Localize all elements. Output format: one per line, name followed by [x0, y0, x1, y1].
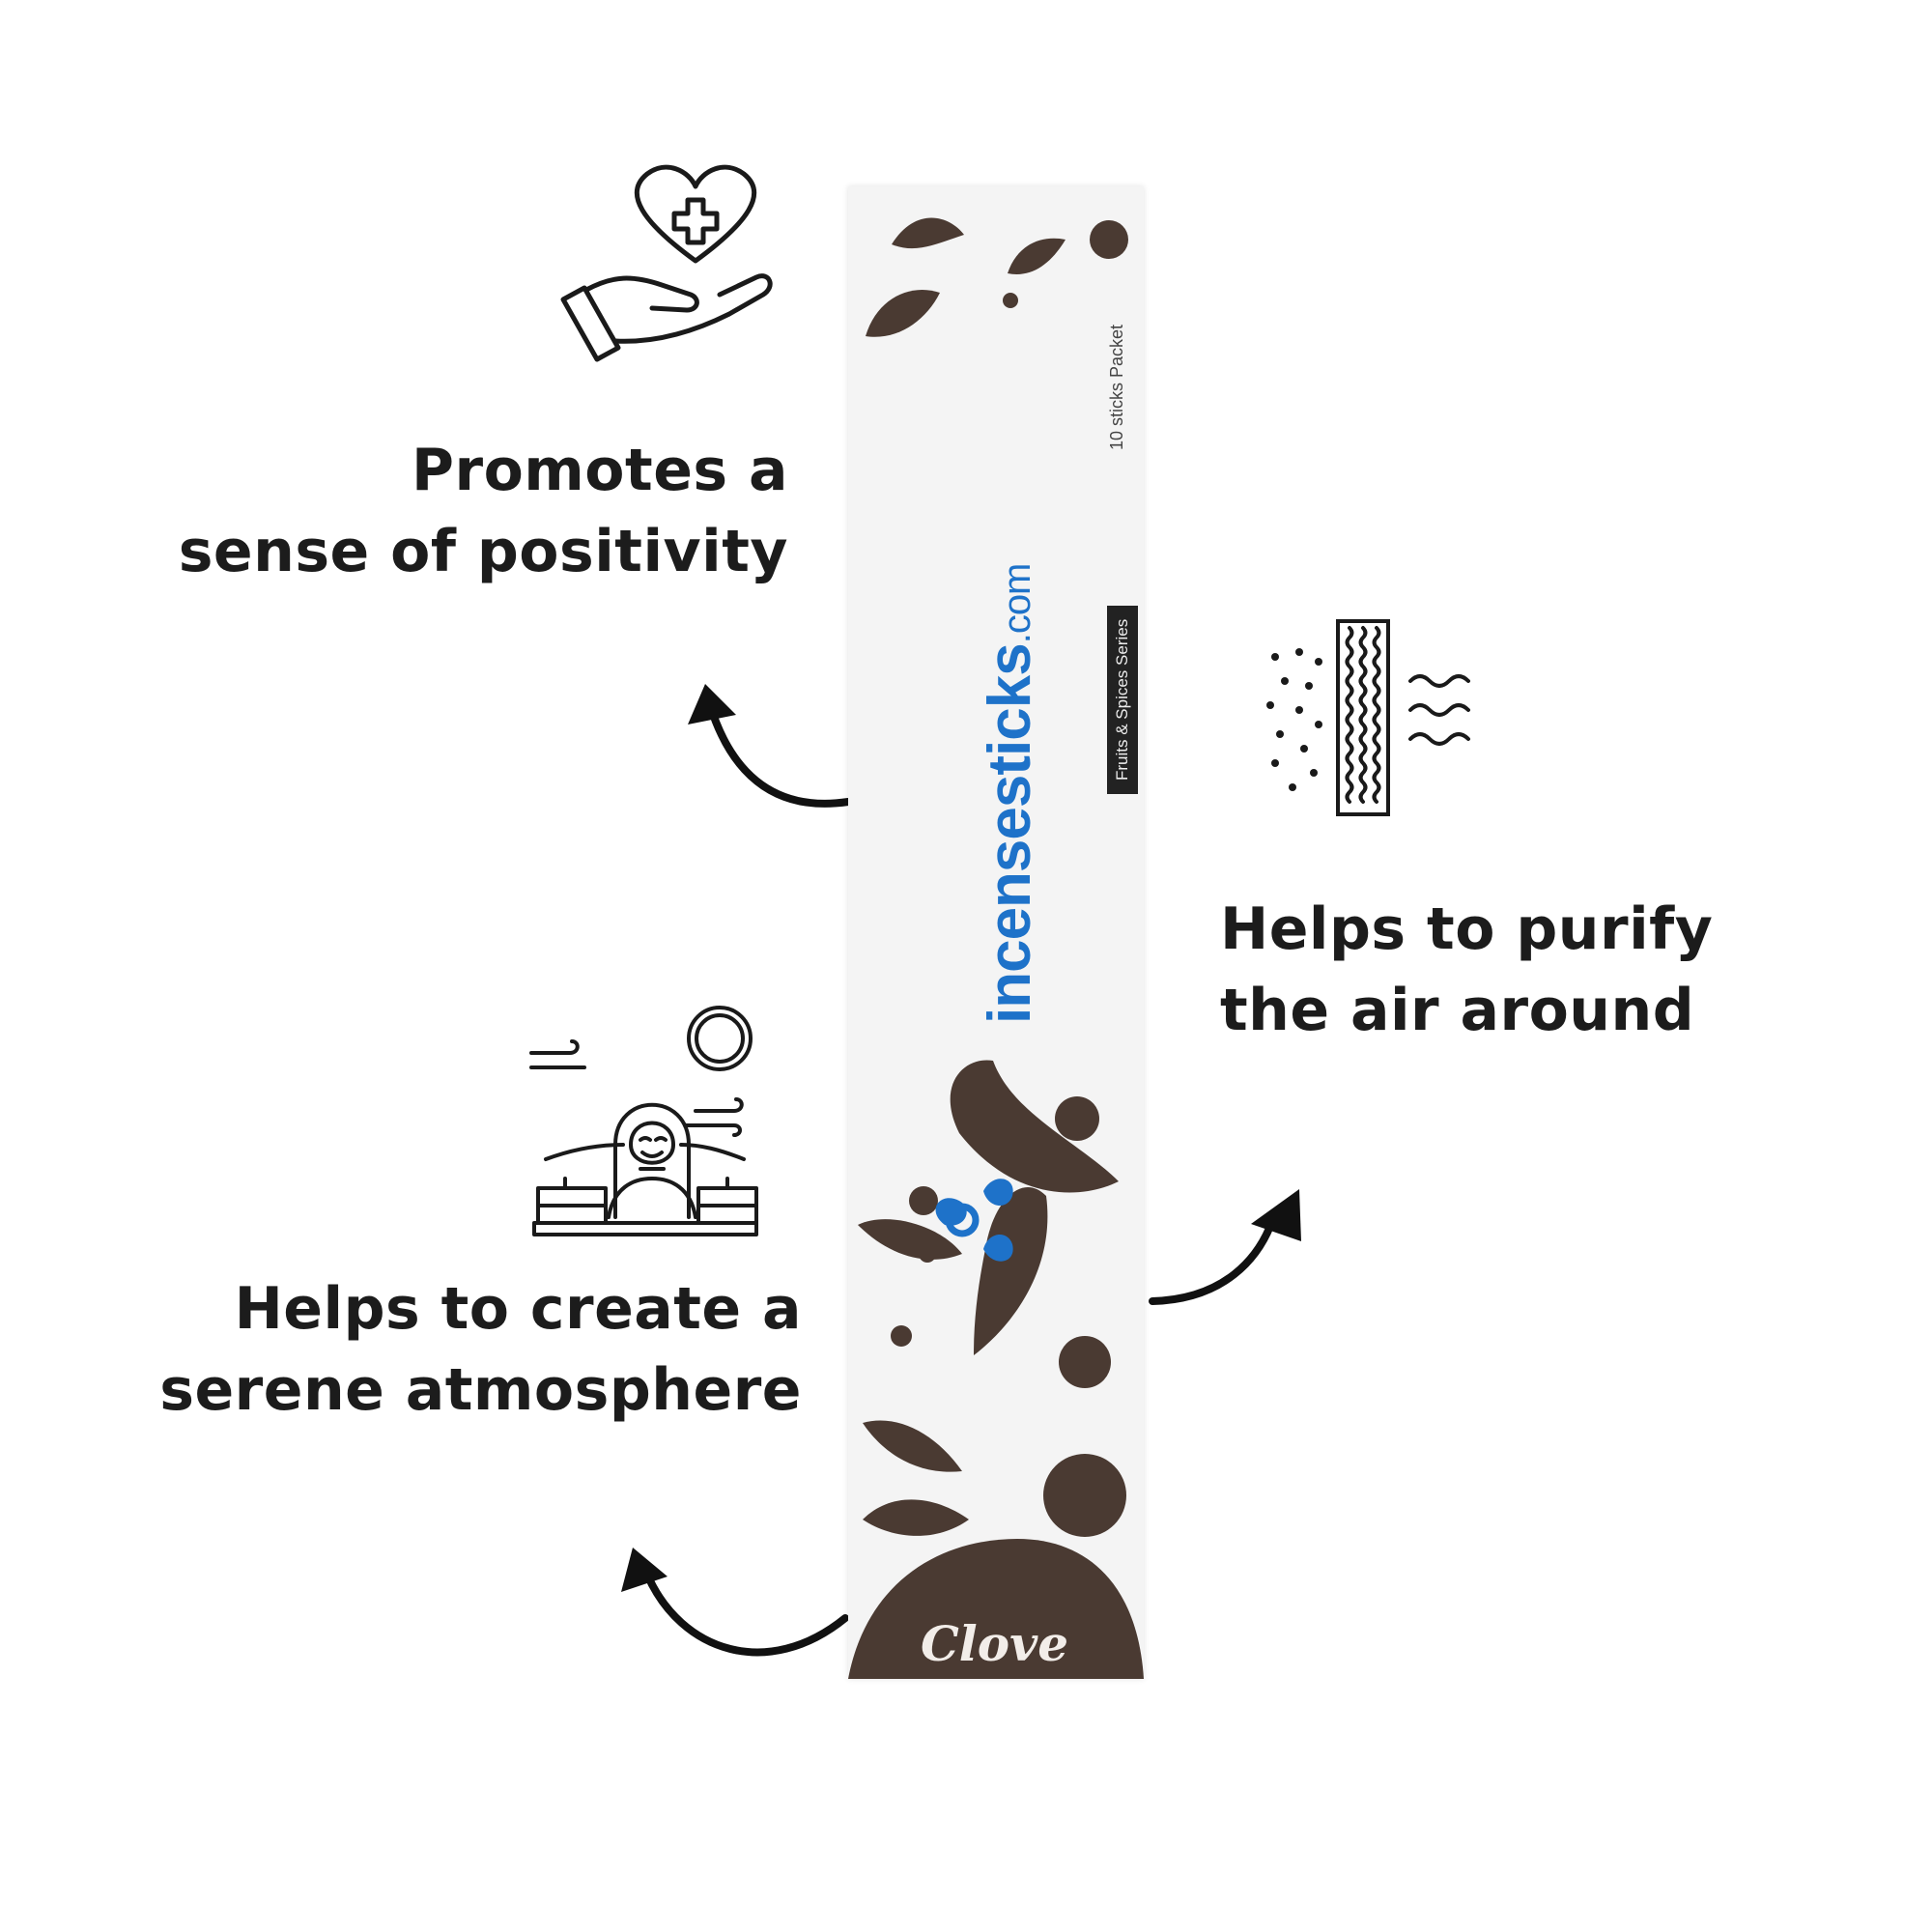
benefit-purify-text: Helps to purify the air around [1220, 889, 1713, 1051]
heart-hand-icon [560, 164, 773, 362]
relaxing-woman-icon [529, 1006, 758, 1236]
benefit-serene-text: Helps to create a serene atmosphere [159, 1268, 802, 1431]
arrow-purify-icon [1149, 1189, 1301, 1305]
brand-name: incensesticks [977, 643, 1043, 1024]
benefit-serene-line1: Helps to create a [234, 1275, 802, 1343]
benefit-serene-line2: serene atmosphere [159, 1356, 802, 1424]
benefit-positivity-line1: Promotes a [412, 437, 788, 504]
brand-logo-text: incensesticks.com [976, 564, 1044, 1024]
benefit-purify-line1: Helps to purify [1220, 895, 1714, 963]
brand-domain: .com [996, 563, 1038, 644]
series-badge: Fruits & Spices Series [1107, 605, 1138, 794]
benefit-purify-line2: the air around [1220, 977, 1695, 1044]
packet-decoration [848, 217, 1144, 1679]
arrow-serene-icon [621, 1548, 849, 1657]
arrow-positivity-icon [688, 684, 852, 808]
benefit-positivity-line2: sense of positivity [178, 518, 788, 585]
air-filter-icon [1266, 619, 1470, 816]
benefit-positivity-text: Promotes a sense of positivity [179, 430, 788, 592]
incense-packet [848, 186, 1144, 1679]
flavor-label: Clove [921, 1615, 1069, 1672]
pack-size-label: 10 sticks Packet [1107, 324, 1126, 450]
